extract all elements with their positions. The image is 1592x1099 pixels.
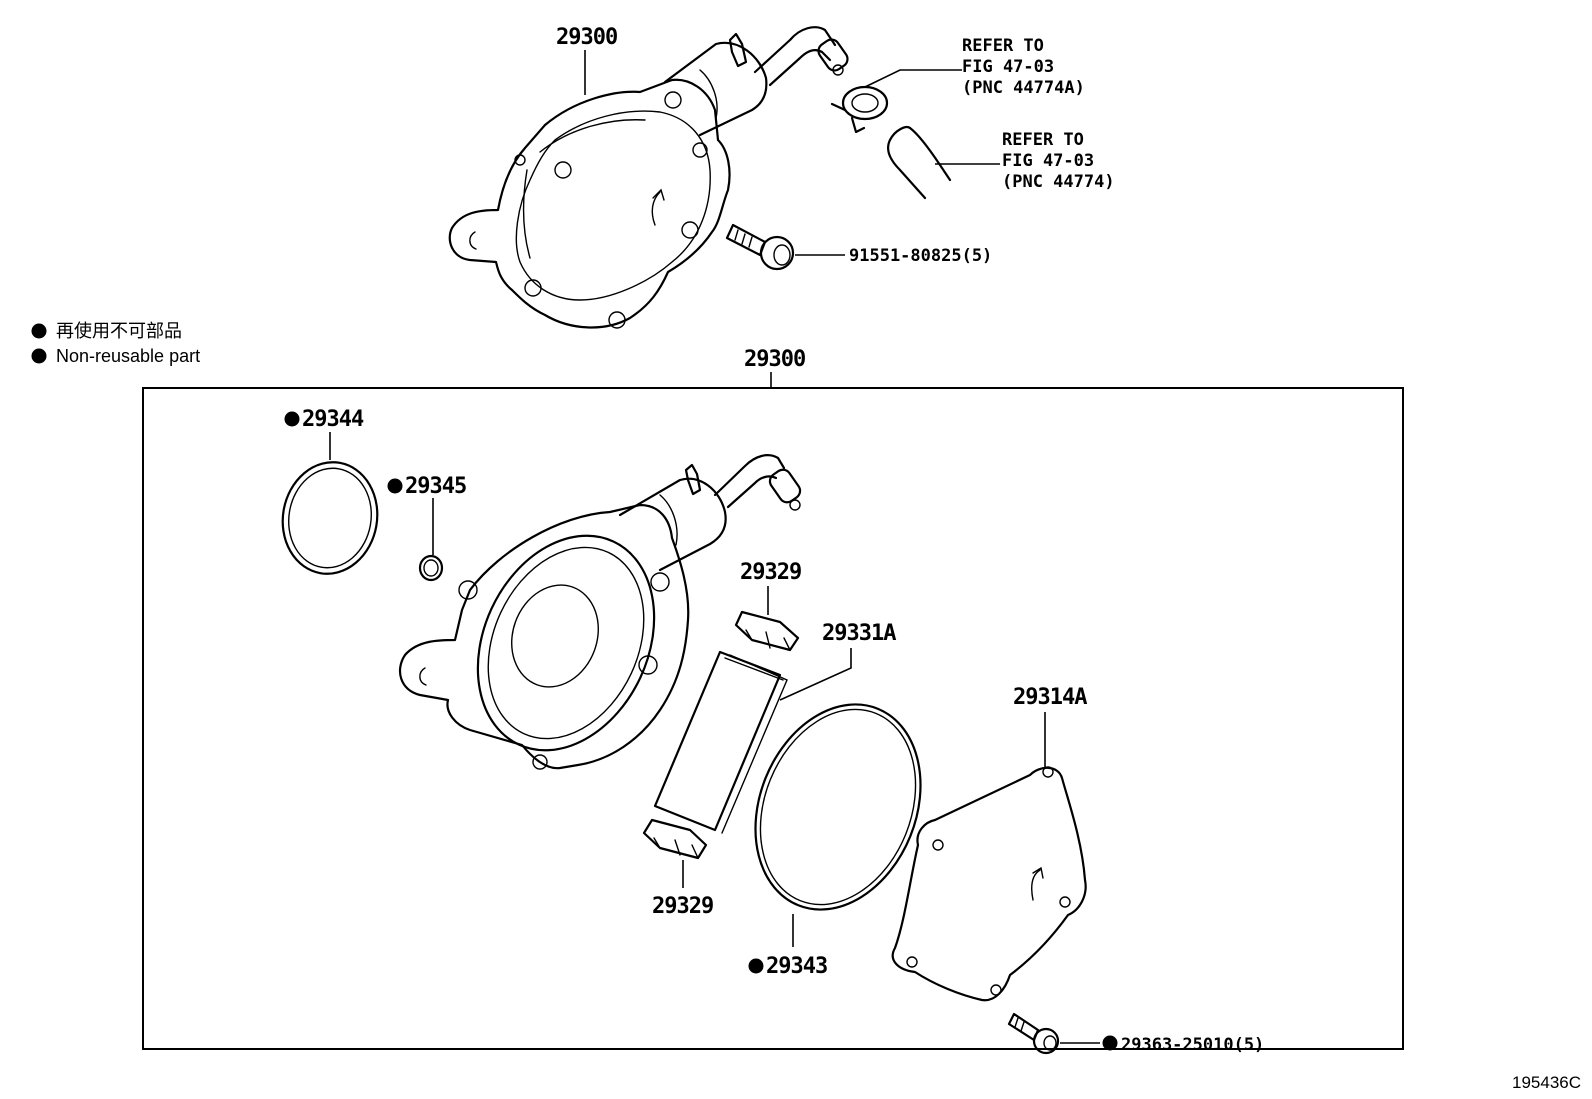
part-number-29331a: 29331A: [822, 621, 896, 646]
refer-note-hose: REFER TO FIG 47-03 (PNC 44774): [1002, 130, 1115, 192]
part-number-29300-top: 29300: [556, 25, 617, 50]
exploded-view-frame: [142, 387, 1404, 1050]
refer-hose-line2: FIG 47-03: [1002, 151, 1094, 171]
part-number-29363: 29363-25010(5): [1121, 1035, 1264, 1055]
legend: 再使用不可部品 Non-reusable part: [31, 321, 200, 366]
o-ring-29343: 29343: [748, 703, 922, 979]
part-number-29329-lower: 29329: [652, 894, 713, 919]
non-reusable-bullet-icon: [284, 411, 300, 427]
bolt-91551: [725, 223, 795, 271]
refer-note-hose-clamp: REFER TO FIG 47-03 (PNC 44774A): [962, 36, 1085, 98]
refer-hose-line1: REFER TO: [1002, 130, 1084, 150]
refer-clamp-line1: REFER TO: [962, 36, 1044, 56]
vane-lower-29329: 29329: [642, 818, 714, 919]
non-reusable-bullet-icon: [748, 958, 764, 974]
part-number-29345: 29345: [405, 474, 466, 499]
o-ring-29344: 29344: [281, 407, 379, 575]
cover-29314a: 29314A: [891, 685, 1088, 1002]
legend-english: Non-reusable part: [56, 346, 200, 366]
part-number-29314a: 29314A: [1013, 685, 1087, 710]
o-ring-29345: 29345: [387, 474, 467, 582]
non-reusable-bullet-icon: [31, 348, 47, 364]
part-number-29344: 29344: [302, 407, 364, 432]
non-reusable-bullet-icon: [31, 323, 47, 339]
screw-29363: 29363-25010(5): [1007, 1012, 1264, 1055]
part-number-29329-upper: 29329: [740, 560, 801, 585]
refer-clamp-line3: (PNC 44774A): [962, 78, 1085, 98]
non-reusable-bullet-icon: [1102, 1035, 1118, 1051]
part-number-29343: 29343: [766, 954, 827, 979]
refer-hose-line3: (PNC 44774): [1002, 172, 1115, 192]
non-reusable-bullet-icon: [387, 478, 403, 494]
pump-housing: [398, 454, 802, 770]
rotor-29331a: 29331A: [653, 621, 897, 834]
vane-upper-29329: 29329: [734, 560, 802, 652]
figure-code: 195436C: [1512, 1073, 1581, 1092]
refer-clamp-line2: FIG 47-03: [962, 57, 1054, 77]
part-number-29300-group: 29300: [744, 347, 805, 372]
part-number-91551: 91551-80825(5): [849, 246, 992, 266]
vacuum-pump-assembly-top: [448, 26, 1000, 329]
legend-japanese: 再使用不可部品: [56, 321, 182, 341]
